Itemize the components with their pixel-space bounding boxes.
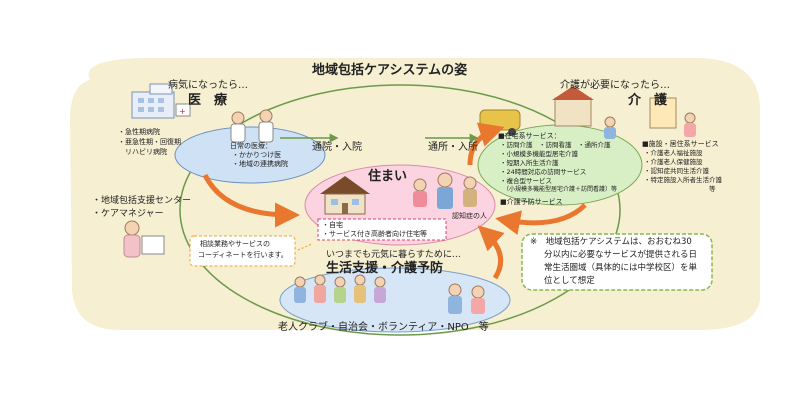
care-home-service-2: ・訪問介護 ・訪問看護 ・通所介護 xyxy=(500,141,611,149)
diagram-title: 地域包括ケアシステムの姿 xyxy=(312,63,468,78)
care-home-service-7: （小規模多機能型居宅介護＋訪問看護）等 xyxy=(500,186,618,193)
svg-text:+: + xyxy=(179,107,186,116)
home-dementia-label: 認知症の人 xyxy=(452,212,487,220)
coordination-box xyxy=(189,235,296,267)
arrow-care-to-home xyxy=(495,203,587,235)
care-prevention: ■介護予防サービス xyxy=(500,198,563,206)
support-footer: 老人クラブ・自治会・ボランティア・NPO 等 xyxy=(278,322,489,333)
house-icon xyxy=(320,176,370,215)
note-line-3: 常生活圏域（具体的には中学校区）を単 xyxy=(544,263,698,273)
medical-hospital-1: ・急性期病院 xyxy=(118,128,160,136)
care-facility-service-6: 等 xyxy=(644,185,716,193)
family-icon xyxy=(413,172,477,209)
care-home-service-4: ・短期入所生活介護 xyxy=(500,159,559,167)
doctors-icon xyxy=(230,109,274,143)
home-item-2: ・サービス付き高齢者向け住宅等 xyxy=(322,230,427,238)
center-item-1: ・地域包括支援センター xyxy=(92,196,192,206)
medical-daily-3: ・地域の連携病院 xyxy=(232,160,288,168)
medical-ellipse xyxy=(174,126,326,184)
medical-daily-2: ・かかりつけ医 xyxy=(232,151,282,159)
care-home-service-6: ・複合型サービス xyxy=(500,177,552,185)
note-line-1: ※ 地域包括ケアシステムは、おおむね30 xyxy=(530,237,692,247)
coordination-line-2: コーディネートを行います。 xyxy=(198,251,288,259)
care-facility-icon xyxy=(479,86,696,139)
note-line-4: 位として想定 xyxy=(544,276,595,286)
care-manager-icon xyxy=(123,220,165,258)
medical-hospital-3: リハビリ病院 xyxy=(118,148,167,156)
center-item-2: ・ケアマネジャー xyxy=(92,209,164,219)
care-facility-service-2: ・介護老人福祉施設 xyxy=(644,149,703,157)
care-home-service-1: ■在宅系サービス： xyxy=(498,132,561,140)
medical-prompt: 病気になったら… xyxy=(168,80,248,91)
home-items-box xyxy=(317,218,447,241)
note-line-2: 分以内に必要なサービスが提供される日 xyxy=(544,250,698,260)
flow-facility-label: 通所・入所 xyxy=(428,142,478,153)
care-facility-service-1: ■施設・居住系サービス xyxy=(642,140,719,148)
care-home-service-3: ・小規模多機能型居宅介護 xyxy=(500,150,578,158)
medical-hospital-2: ・亜急性期・回復期 xyxy=(118,138,181,146)
home-heading: 住まい xyxy=(368,169,408,184)
care-heading: 介 護 xyxy=(628,93,668,108)
home-item-1: ・自宅 xyxy=(322,221,343,229)
seniors-group-icon xyxy=(294,274,485,314)
flow-hospital-label: 通院・入院 xyxy=(312,142,362,153)
care-prompt: 介護が必要になったら… xyxy=(560,80,670,91)
arrow-medical-to-home xyxy=(202,173,300,228)
arrow-support-to-home xyxy=(477,225,505,280)
cycle-circle xyxy=(179,84,621,336)
support-subtitle: いつまでも元気に暮らすために… xyxy=(326,250,461,260)
medical-daily-1: 日常の医療： xyxy=(230,142,272,150)
coordination-line-1: 相談業務やサービスの xyxy=(200,240,270,248)
care-facility-service-4: ・認知症共同生活介護 xyxy=(644,167,709,175)
hospital-building-icon: + xyxy=(131,83,191,119)
arrow-home-to-care xyxy=(467,122,505,166)
care-home-service-5: ・24時間対応の訪問サービス xyxy=(500,168,587,176)
support-heading: 生活支援・介護予防 xyxy=(326,261,444,276)
note-box xyxy=(521,233,713,291)
medical-heading: 医 療 xyxy=(188,93,228,108)
care-facility-service-5: ・特定施設入所者生活介護 xyxy=(644,176,722,184)
coordination-arrow xyxy=(297,243,313,251)
care-facility-service-3: ・介護老人保健施設 xyxy=(644,158,703,166)
